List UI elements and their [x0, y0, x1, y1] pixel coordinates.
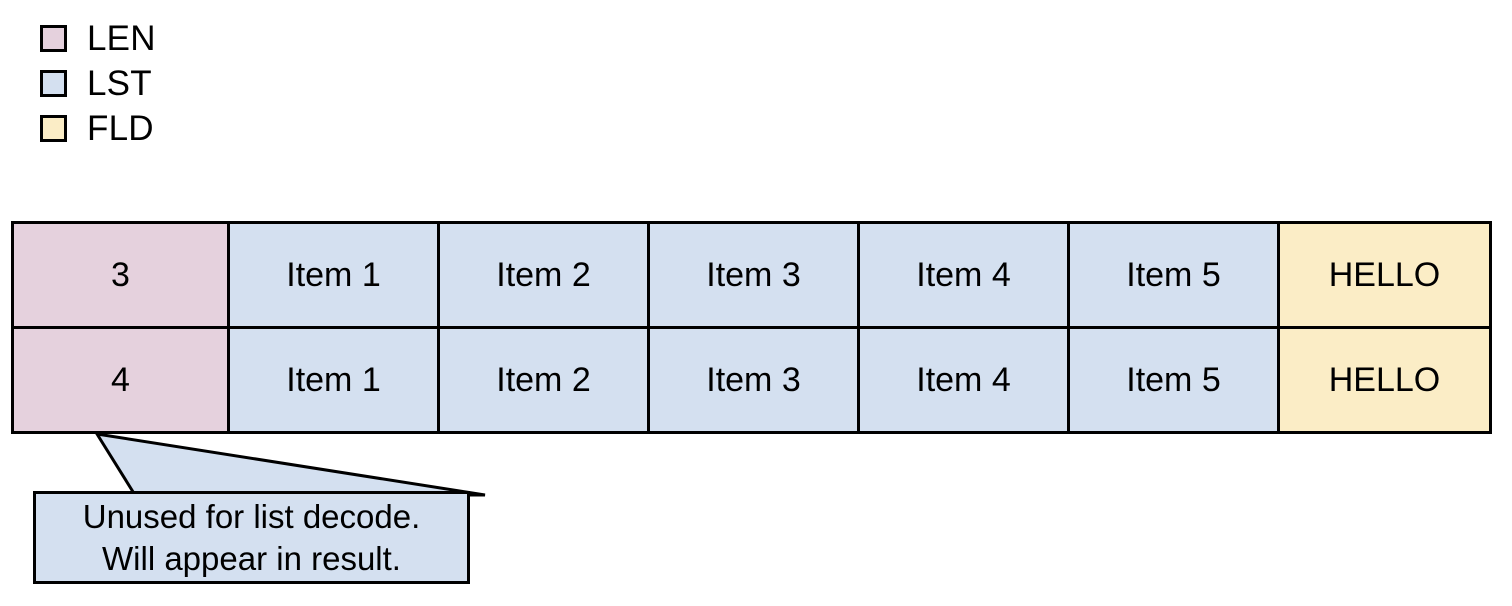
- legend-label-len: LEN: [87, 19, 156, 58]
- legend: LEN LST FLD: [40, 16, 156, 151]
- cell-lst: Item 4: [857, 224, 1067, 326]
- table-row: 3 Item 1 Item 2 Item 3 Item 4 Item 5 HEL…: [14, 224, 1489, 326]
- color-swatch-icon-len: [40, 25, 67, 52]
- legend-item-len: LEN: [40, 16, 156, 61]
- color-swatch-icon-lst: [40, 70, 67, 97]
- cell-lst: Item 4: [857, 329, 1067, 431]
- cell-lst: Item 2: [437, 329, 647, 431]
- structure-table: 3 Item 1 Item 2 Item 3 Item 4 Item 5 HEL…: [11, 221, 1492, 434]
- cell-len: 3: [14, 224, 227, 326]
- cell-lst: Item 1: [227, 224, 437, 326]
- callout-box: Unused for list decode. Will appear in r…: [33, 491, 470, 584]
- legend-item-lst: LST: [40, 61, 156, 106]
- cell-lst: Item 3: [647, 224, 857, 326]
- cell-lst: Item 5: [1067, 329, 1277, 431]
- cell-fld: HELLO: [1277, 329, 1489, 431]
- table-row: 4 Item 1 Item 2 Item 3 Item 4 Item 5 HEL…: [14, 326, 1489, 431]
- cell-lst: Item 2: [437, 224, 647, 326]
- legend-label-lst: LST: [87, 64, 152, 103]
- legend-label-fld: FLD: [87, 109, 154, 148]
- callout-tail-icon: [93, 432, 486, 497]
- cell-lst: Item 3: [647, 329, 857, 431]
- cell-lst: Item 1: [227, 329, 437, 431]
- cell-len: 4: [14, 329, 227, 431]
- color-swatch-icon-fld: [40, 115, 67, 142]
- cell-lst: Item 5: [1067, 224, 1277, 326]
- callout-line-1: Unused for list decode.: [82, 497, 421, 535]
- cell-fld: HELLO: [1277, 224, 1489, 326]
- legend-item-fld: FLD: [40, 106, 156, 151]
- callout-line-2: Will appear in result.: [102, 539, 401, 577]
